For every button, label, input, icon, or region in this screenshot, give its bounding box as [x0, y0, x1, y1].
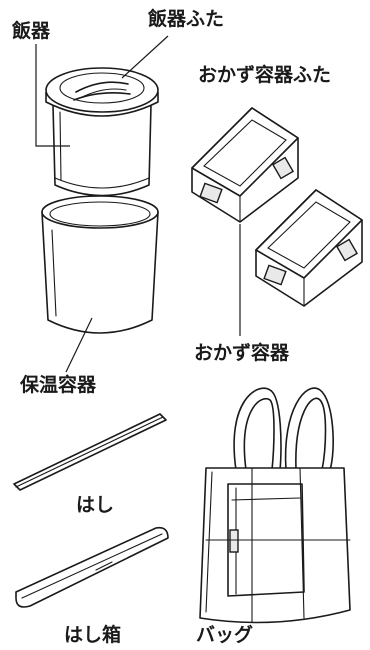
label-side-dish-lid: おかず容器ふた — [198, 64, 332, 86]
label-bag: バッグ — [196, 624, 254, 646]
leader-rice-lid — [121, 35, 169, 79]
rice-container-drawing — [52, 104, 152, 197]
label-chopsticks: はし — [76, 494, 115, 516]
side-dish-lid-drawing — [191, 107, 299, 223]
label-rice-container-lid: 飯器ふた — [148, 8, 225, 30]
chopsticks-drawing — [13, 413, 167, 491]
side-dish-container-drawing — [255, 189, 363, 307]
insulated-container-drawing — [41, 195, 159, 334]
rice-lid-drawing — [45, 67, 159, 117]
leader-insulated — [65, 317, 93, 373]
label-rice-container: 飯器 — [12, 20, 51, 42]
label-insulated-container: 保温容器 — [20, 374, 97, 396]
label-side-dish-container: おかず容器 — [194, 342, 290, 364]
leader-rice-container — [35, 44, 70, 147]
label-chopstick-case: はし箱 — [64, 624, 122, 646]
bag-drawing — [199, 387, 351, 624]
chopstick-case-drawing — [15, 526, 169, 608]
